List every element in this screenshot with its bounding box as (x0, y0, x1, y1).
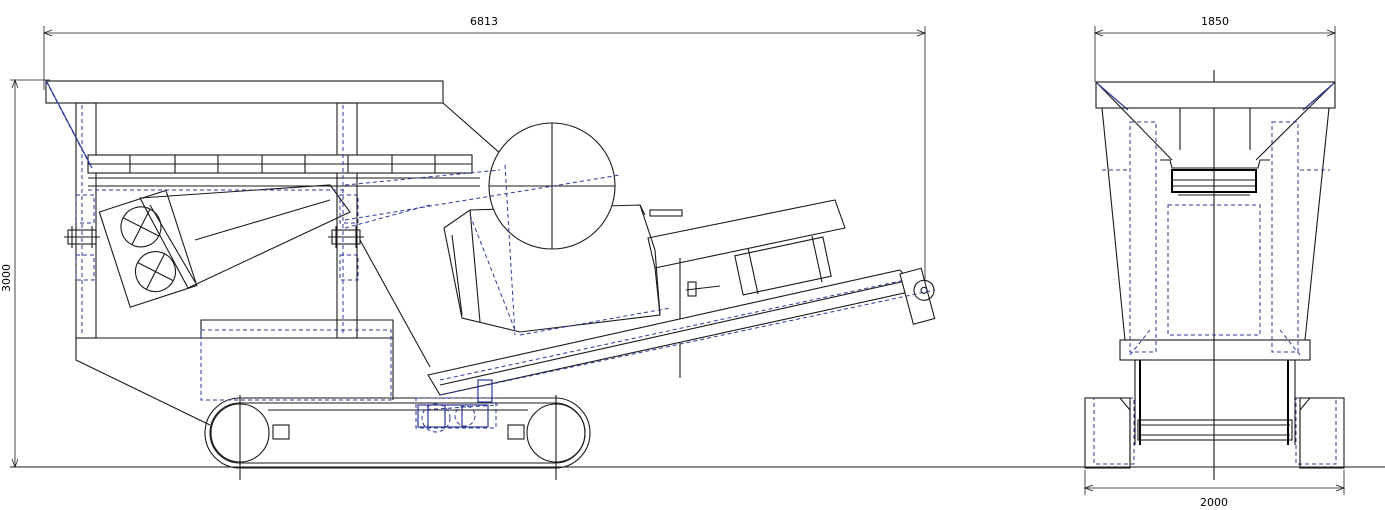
dimension-lines (10, 26, 1385, 495)
feeder-deck (87, 154, 480, 187)
front-hopper-top (1095, 81, 1336, 109)
engine-block (734, 236, 832, 296)
front-tracks (1084, 397, 1345, 469)
frame-post-left (75, 102, 97, 339)
hidden-lines-side (45, 80, 936, 433)
inclined-screen (139, 184, 351, 289)
front-view (1084, 70, 1345, 480)
dimension-track-width-label: 2000 (1200, 496, 1228, 509)
side-track (204, 395, 591, 480)
chassis-outline (76, 319, 394, 339)
front-hopper-body (1101, 107, 1330, 341)
front-base-frame (1119, 339, 1311, 361)
dimension-front-width-label: 1850 (1201, 15, 1229, 28)
conveyor-head-pulley (899, 267, 936, 325)
clamp-right (328, 226, 364, 248)
dimension-height-label: 3000 (0, 264, 13, 292)
engine-housing (647, 199, 846, 269)
clamp-left (64, 226, 100, 248)
front-feed-chute (1160, 159, 1270, 196)
hopper-top-rail (45, 80, 444, 104)
vibrator-unit (98, 189, 198, 308)
dimension-length-label: 6813 (470, 15, 498, 28)
side-view (45, 80, 936, 480)
drive-motor (417, 379, 493, 428)
